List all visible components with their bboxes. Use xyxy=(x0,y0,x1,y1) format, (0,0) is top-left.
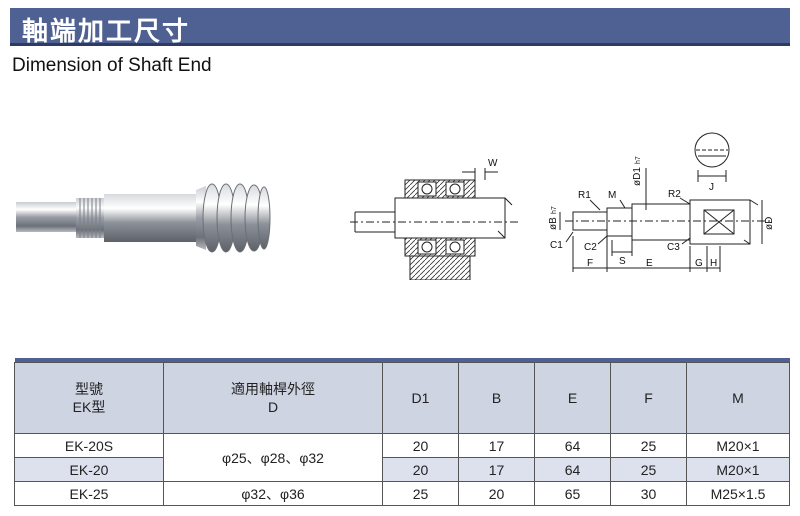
header-model: 型號 EK型 xyxy=(14,362,164,434)
header-shaft-diameter: 適用軸桿外徑 D xyxy=(163,362,383,434)
dim-label-m: M xyxy=(608,190,616,201)
cell-b: 20 xyxy=(458,481,535,506)
cell-model: EK-25 xyxy=(14,481,164,506)
cell-d1: 25 xyxy=(382,481,459,506)
shaft-end-figure: W R xyxy=(16,132,775,280)
dim-label-c3: C3 xyxy=(667,242,680,253)
dim-label-h: H xyxy=(710,258,717,269)
cell-d1: 20 xyxy=(382,433,459,458)
dim-label-d1: øD1 xyxy=(632,167,643,186)
dim-label-s: S xyxy=(619,256,626,267)
dim-label-f: F xyxy=(587,258,593,269)
title-bar: 軸端加工尺寸 xyxy=(10,8,790,47)
support-section-drawing xyxy=(350,168,520,280)
dim-label-d1-tol: h7 xyxy=(635,156,642,164)
cell-b: 17 xyxy=(458,433,535,458)
dim-label-b: øB xyxy=(548,217,559,230)
page-title: 軸端加工尺寸 xyxy=(22,17,191,47)
cell-f: 25 xyxy=(610,457,687,482)
table-row: EK-20S φ25、φ28、φ32 20 17 64 25 M20×1 xyxy=(14,433,790,482)
cell-f: 30 xyxy=(610,481,687,506)
dim-label-e: E xyxy=(646,258,653,269)
shaft-photo xyxy=(16,183,271,253)
cell-shaft-diameter: φ32、φ36 xyxy=(163,481,383,506)
dim-label-d: øD xyxy=(764,217,775,230)
cell-f: 25 xyxy=(610,433,687,458)
dim-label-b-tol: h7 xyxy=(551,206,558,214)
cell-model: EK-20 xyxy=(14,457,164,482)
dim-label-c1: C1 xyxy=(550,240,563,251)
cell-shaft-diameter: φ25、φ28、φ32 xyxy=(163,433,383,482)
cell-e: 65 xyxy=(534,481,611,506)
cell-e: 64 xyxy=(534,457,611,482)
cell-m: M20×1 xyxy=(686,433,790,458)
cell-e: 64 xyxy=(534,433,611,458)
cell-b: 17 xyxy=(458,457,535,482)
dim-label-c2: C2 xyxy=(584,242,597,253)
dim-label-w: W xyxy=(488,158,498,169)
table-row: EK-25 φ32、φ36 25 20 65 30 M25×1.5 xyxy=(14,481,790,506)
cell-m: M25×1.5 xyxy=(686,481,790,506)
cell-d1: 20 xyxy=(382,457,459,482)
header-f: F xyxy=(610,362,687,434)
dim-label-r2: R2 xyxy=(668,189,681,200)
header-m: M xyxy=(686,362,790,434)
cell-m: M20×1 xyxy=(686,457,790,482)
header-d1: D1 xyxy=(382,362,459,434)
dimension-table: 型號 EK型 適用軸桿外徑 D D1 B E F M EK-20S φ25、φ2… xyxy=(14,358,790,506)
shaft-dimension-drawing xyxy=(559,132,770,272)
dim-label-g: G xyxy=(695,258,703,269)
table-row: EK-20 20 17 64 25 M20×1 xyxy=(14,457,790,482)
dim-label-r1: R1 xyxy=(578,190,591,201)
cell-model: EK-20S xyxy=(14,433,164,458)
header-e: E xyxy=(534,362,611,434)
page-subtitle: Dimension of Shaft End xyxy=(12,55,212,76)
table-header-row: 型號 EK型 適用軸桿外徑 D D1 B E F M xyxy=(14,362,790,434)
header-b: B xyxy=(458,362,535,434)
dim-label-j: J xyxy=(709,182,714,193)
